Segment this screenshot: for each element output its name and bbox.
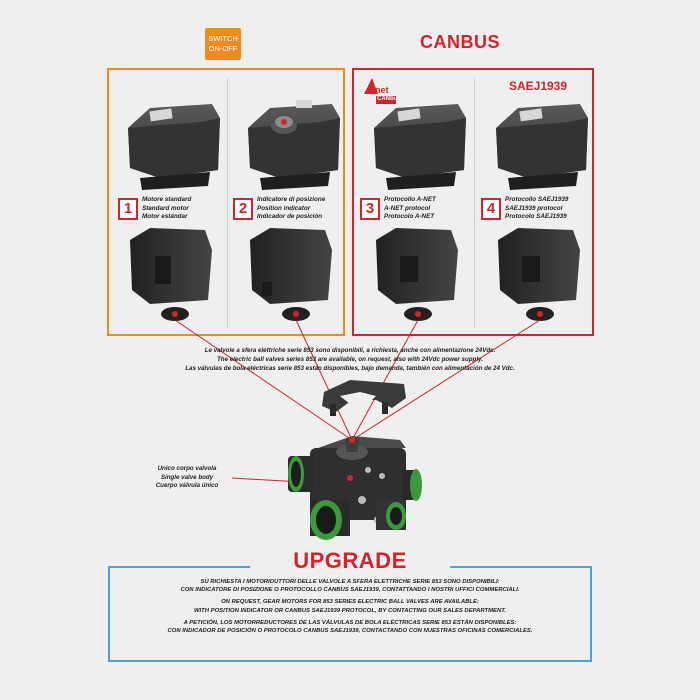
motor-saej-top (496, 104, 588, 190)
switch-badge-line-2: ON-OFF (208, 44, 238, 53)
variant-number-2: 2 (233, 198, 253, 220)
mounting-bracket (322, 380, 406, 416)
valve-body-label-line: Unico corpo valvola (157, 465, 217, 472)
upgrade-paragraph-en: ON REQUEST, GEAR MOTORS FOR 853 SERIES E… (115, 598, 585, 614)
variant-2-line: Indicador de posición (257, 213, 323, 221)
panel-divider (227, 78, 228, 328)
variant-2-line: Position indicator (257, 204, 311, 212)
switch-badge-line-1: SWITCH (208, 34, 238, 43)
variant-1-line: Motor estándar (142, 213, 188, 221)
power-supply-note-line: The electric ball valves series 853 are … (217, 356, 483, 363)
upgrade-line: WITH POSITION INDICATOR OR CANBUS SAEJ19… (193, 607, 506, 614)
anet-logo-subtext: CANbus (377, 96, 401, 102)
variant-description-1: Motore standard Standard motor Motor est… (142, 196, 191, 222)
upgrade-text: SU RICHIESTA I MOTORIDUTTORI DELLE VALVO… (115, 578, 585, 639)
power-supply-note-line: Las válvulas de bola eléctricas serie 85… (185, 365, 515, 372)
variant-number-3: 3 (360, 198, 380, 220)
switch-on-off-badge: SWITCH ON-OFF (205, 28, 241, 60)
variant-description-3: Protocollo A-NET A-NET protocol Protocol… (384, 196, 436, 222)
motor-saej-bottom (498, 228, 580, 321)
upgrade-line: A PETICIÓN, LOS MOTORREDUCTORES DE LAS V… (183, 619, 517, 626)
variant-1-line: Motore standard (142, 196, 192, 203)
power-supply-note: Le valvole a sfera elettriche serie 853 … (180, 346, 520, 373)
valve-body-label-line: Cuerpo válvula único (155, 482, 219, 489)
motor-standard-bottom (130, 228, 212, 321)
upgrade-line: CON INDICADOR DE POSICIÓN O PROTOCOLO CA… (167, 628, 533, 635)
valve-body-label-line: Single valve body (160, 473, 214, 481)
variant-3-line: A-NET protocol (384, 204, 431, 212)
upgrade-line: SU RICHIESTA I MOTORIDUTTORI DELLE VALVO… (200, 579, 500, 585)
panel-divider (474, 78, 475, 328)
upgrade-paragraph-es: A PETICIÓN, LOS MOTORREDUCTORES DE LAS V… (115, 619, 585, 635)
variant-3-line: Protocolo A-NET (384, 213, 435, 221)
variant-4-line: SAEJ1939 protocol (505, 204, 563, 212)
variant-3-line: Protocollo A-NET (384, 196, 436, 203)
valve-body-label: Unico corpo valvola Single valve body Cu… (142, 465, 232, 491)
variant-number-1: 1 (118, 198, 138, 220)
motor-anet-top (374, 104, 466, 190)
anet-logo-text: net (375, 85, 389, 95)
power-supply-note-line: Le valvole a sfera elettriche serie 853 … (204, 347, 496, 354)
motor-anet-bottom (376, 228, 458, 321)
variant-1-line: Standard motor (142, 204, 189, 212)
anet-canbus-logo: net CANbus (362, 76, 401, 106)
variant-4-line: Protocolo SAEJ1939 (505, 213, 567, 221)
connection-lines (174, 319, 541, 485)
upgrade-line: ON REQUEST, GEAR MOTORS FOR 853 SERIES E… (221, 599, 479, 606)
variant-2-line: Indicatore di posizione (257, 196, 326, 203)
motor-indicator-top (248, 100, 340, 190)
motor-indicator-bottom (250, 228, 332, 321)
upgrade-title: UPGRADE (250, 548, 450, 574)
upgrade-line: CON INDICATORE DI POSIZIONE O PROTOCOLLO… (180, 587, 520, 594)
variant-4-line: Protocollo SAEJ1939 (505, 196, 569, 203)
variant-description-4: Protocollo SAEJ1939 SAEJ1939 protocol Pr… (505, 196, 568, 222)
variant-description-2: Indicatore di posizione Position indicat… (257, 196, 325, 222)
switch-on-off-panel (107, 68, 345, 336)
upgrade-paragraph-it: SU RICHIESTA I MOTORIDUTTORI DELLE VALVO… (115, 578, 585, 594)
variant-number-4: 4 (481, 198, 501, 220)
canbus-title: CANBUS (419, 32, 500, 52)
three-way-valve (288, 436, 422, 540)
anet-logo-mark (364, 78, 396, 104)
canbus-panel (352, 68, 594, 336)
motor-standard-top (128, 104, 220, 190)
saej1939-title: SAEJ1939 (508, 79, 568, 93)
